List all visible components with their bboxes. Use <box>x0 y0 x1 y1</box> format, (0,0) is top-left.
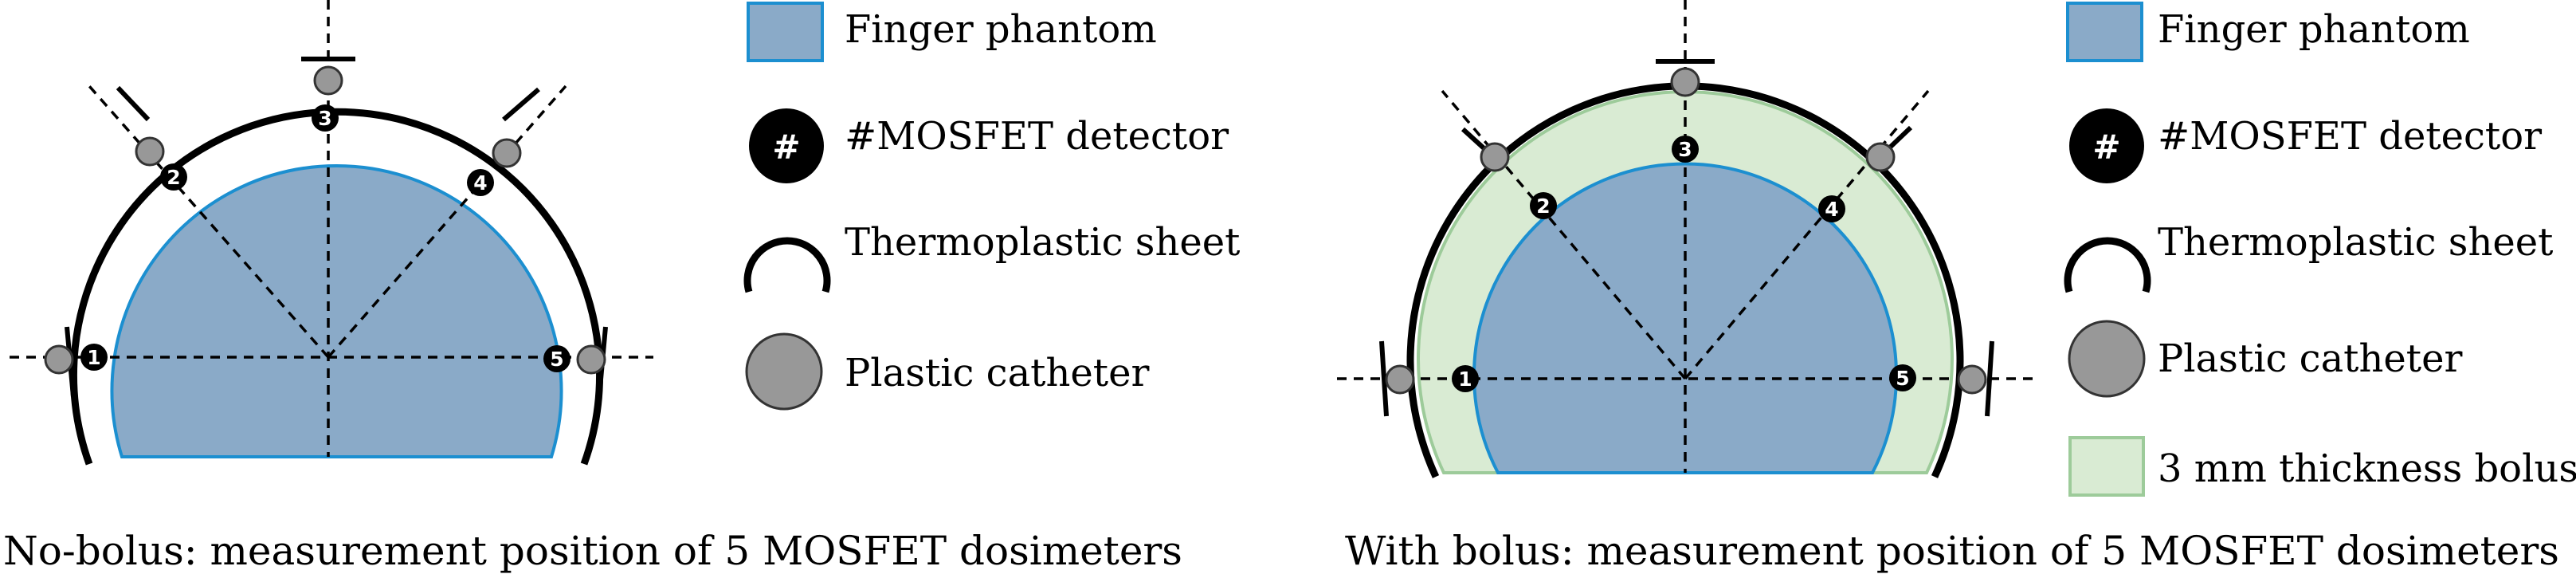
legend-no-bolus: Finger phantom # #MOSFET detector Thermo… <box>743 2 1240 411</box>
svg-text:#: # <box>2092 128 2120 167</box>
svg-text:Plastic catheter: Plastic catheter <box>2158 336 2462 381</box>
legend-item-thermoplastic: Thermoplastic sheet <box>743 220 1240 293</box>
catheters <box>44 65 606 375</box>
svg-text:#MOSFET detector: #MOSFET detector <box>2158 114 2542 159</box>
legend-item-catheter: Plastic catheter <box>2068 320 2462 398</box>
mosfet-detector-5: 5 <box>543 345 570 372</box>
catheter-icon <box>1480 142 1510 172</box>
phantom-swatch-icon <box>747 2 824 62</box>
catheter-icon <box>1957 364 1987 395</box>
svg-text:2: 2 <box>1536 195 1550 218</box>
catheter-icon <box>1865 142 1896 172</box>
catheter-holders <box>65 57 608 398</box>
mosfet-detectors: 1 2 3 4 5 <box>1452 136 1916 392</box>
svg-text:Plastic catheter: Plastic catheter <box>845 351 1149 395</box>
legend-item-mosfet: # #MOSFET detector <box>749 108 1229 183</box>
svg-text:5: 5 <box>1896 367 1909 390</box>
finger-diagram-with-bolus: 1 2 3 4 5 <box>1337 0 2036 478</box>
mosfet-detector-1: 1 <box>1452 365 1479 392</box>
catheter-icon <box>576 344 606 375</box>
panel-no-bolus: 1 2 3 4 5 <box>3 0 1240 574</box>
svg-text:3: 3 <box>1678 138 1692 161</box>
catheter-icon <box>135 136 165 167</box>
svg-text:Thermoplastic sheet: Thermoplastic sheet <box>845 220 1240 265</box>
mosfet-detector-4: 4 <box>467 169 494 196</box>
mosfet-detector-2: 2 <box>1530 192 1557 219</box>
mosfet-detector-icon <box>749 108 824 183</box>
finger-phantom-shape <box>110 163 563 458</box>
measurement-lines <box>1337 0 2036 473</box>
catheter-icon <box>44 344 74 375</box>
svg-text:1: 1 <box>1458 368 1472 391</box>
catheter-icon <box>1385 364 1415 395</box>
catheter-circle-icon <box>745 332 823 411</box>
svg-text:#MOSFET detector: #MOSFET detector <box>845 114 1229 159</box>
legend-item-mosfet: # #MOSFET detector <box>2069 108 2542 183</box>
legend-item-bolus: 3 mm thickness bolus <box>2068 436 2576 497</box>
finger-diagram-no-bolus: 1 2 3 4 5 <box>10 0 653 466</box>
catheter-icon <box>1670 67 1700 97</box>
thermoplastic-arc-icon <box>743 237 831 293</box>
legend-item-phantom: Finger phantom <box>747 2 1157 62</box>
svg-text:4: 4 <box>1825 198 1838 221</box>
mosfet-detector-5: 5 <box>1889 364 1916 391</box>
bolus-swatch-icon <box>2068 436 2145 497</box>
svg-text:3 mm thickness bolus: 3 mm thickness bolus <box>2158 446 2576 491</box>
svg-text:Finger phantom: Finger phantom <box>2158 7 2470 52</box>
mosfet-detector-3: 3 <box>1672 136 1699 163</box>
catheter-icon <box>313 65 343 96</box>
svg-text:Finger phantom: Finger phantom <box>845 7 1157 52</box>
legend-with-bolus: Finger phantom # #MOSFET detector Thermo… <box>2064 2 2576 497</box>
mosfet-detector-2: 2 <box>160 163 187 191</box>
svg-text:2: 2 <box>167 166 180 189</box>
svg-text:#: # <box>772 128 800 167</box>
svg-text:1: 1 <box>87 346 100 369</box>
legend-item-thermoplastic: Thermoplastic sheet <box>2064 220 2553 293</box>
legend-item-phantom: Finger phantom <box>2066 2 2470 62</box>
mosfet-detector-icon <box>2069 108 2144 183</box>
caption-with-bolus: With bolus: measurement position of 5 MO… <box>1345 528 2559 574</box>
caption-no-bolus: No-bolus: measurement position of 5 MOSF… <box>3 528 1182 574</box>
svg-text:3: 3 <box>318 107 331 130</box>
mosfet-detector-3: 3 <box>312 104 339 132</box>
catheter-icon <box>492 138 522 168</box>
mosfet-detector-1: 1 <box>80 344 108 371</box>
phantom-swatch-icon <box>2066 2 2143 62</box>
legend-item-catheter: Plastic catheter <box>745 332 1149 411</box>
mosfet-detectors: 1 2 3 4 5 <box>80 104 570 372</box>
catheter-circle-icon <box>2068 320 2146 398</box>
svg-text:4: 4 <box>473 171 487 195</box>
catheters <box>1385 67 1987 395</box>
thermoplastic-arc-icon <box>2064 237 2151 293</box>
mosfet-detector-4: 4 <box>1818 195 1845 222</box>
panel-with-bolus: 1 2 3 4 5 <box>1337 0 2576 574</box>
svg-text:5: 5 <box>550 348 563 371</box>
svg-text:Thermoplastic sheet: Thermoplastic sheet <box>2158 220 2553 265</box>
